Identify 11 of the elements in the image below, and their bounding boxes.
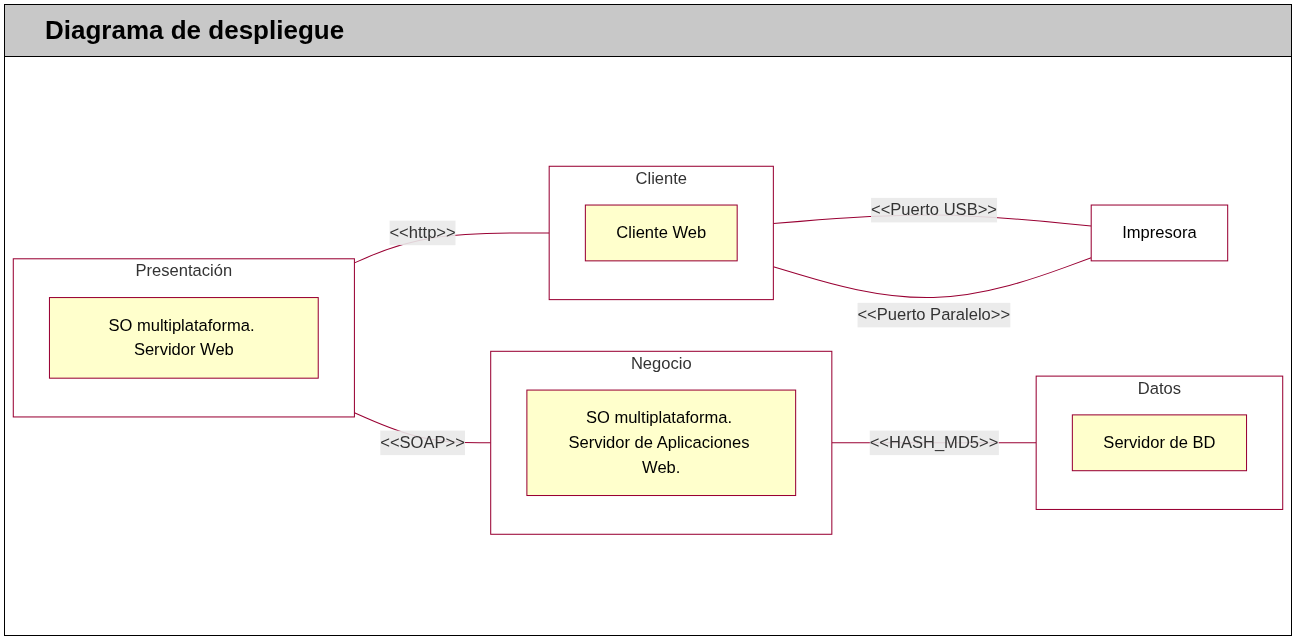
node-box: SO multiplataforma. Servidor Web	[48, 296, 319, 379]
edge-label: <<SOAP>>	[380, 433, 465, 451]
node-box: SO multiplataforma. Servidor de Aplicaciones Web.	[526, 389, 797, 496]
node-box: Cliente Web	[584, 204, 738, 262]
edge-label: <<HASH_MD5>>	[869, 433, 999, 451]
edge-label: <<http>>	[389, 223, 456, 241]
node-box: Impresora	[1090, 204, 1229, 262]
node-box: Servidor de BD	[1071, 414, 1248, 471]
diagram-title: Diagrama de despliegue	[5, 5, 1291, 57]
edge-label: <<Puerto Paralelo>>	[857, 305, 1011, 324]
edge-label: <<Puerto USB>>	[871, 200, 997, 219]
